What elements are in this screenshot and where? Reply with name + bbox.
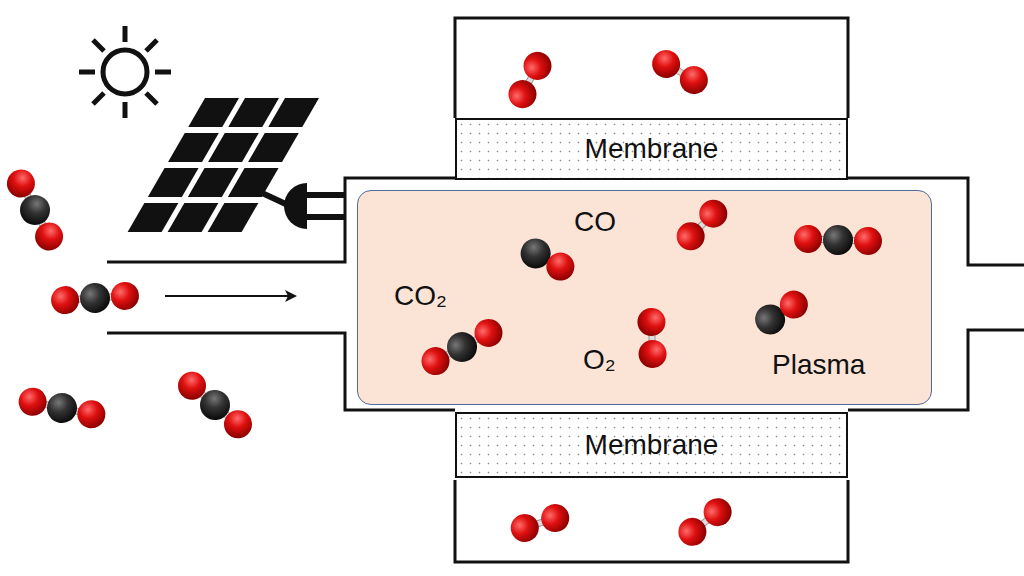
- node-label: Plasma: [772, 349, 865, 381]
- molecule-label: CO₂: [394, 280, 447, 312]
- membrane: Membrane: [455, 412, 848, 478]
- node-label: Membrane: [585, 429, 719, 461]
- membrane: Membrane: [455, 118, 848, 180]
- node-label: Membrane: [585, 133, 719, 165]
- molecule-label: O₂: [583, 344, 616, 376]
- molecule-label: CO: [574, 206, 616, 238]
